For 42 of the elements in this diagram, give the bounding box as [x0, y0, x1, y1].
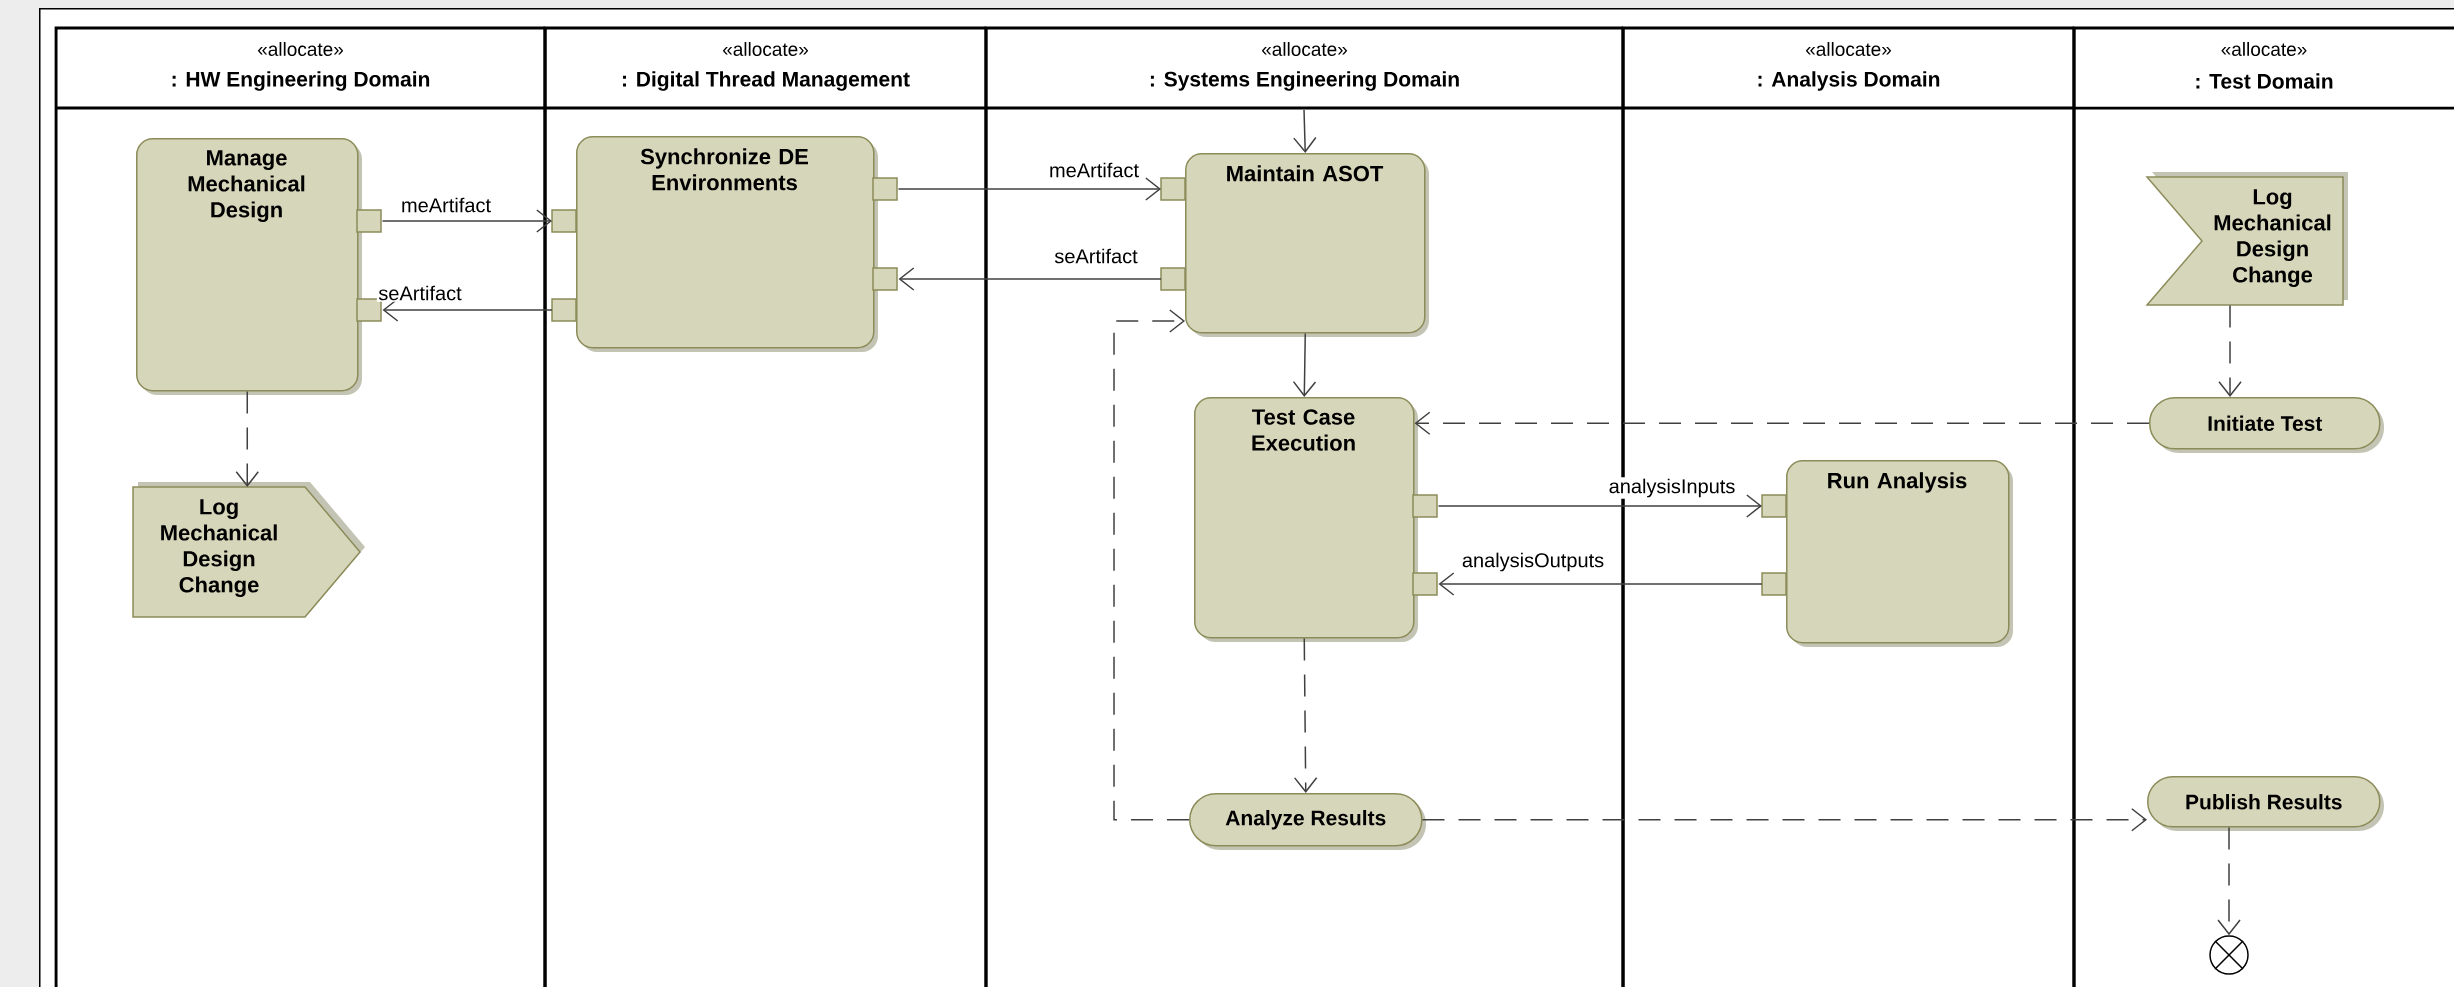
lane-title: : HW Engineering Domain	[172, 71, 430, 91]
arrow	[898, 267, 1162, 291]
edge-label: analysisInputs	[1607, 477, 1737, 499]
lane-title: : Analysis Domain	[1758, 71, 1940, 91]
final-node	[2209, 935, 2249, 975]
lane-title: : Test Domain	[2196, 73, 2333, 89]
lane-title: : Systems Engineering Domain	[1150, 71, 1459, 91]
lane-stereotype: «allocate»	[257, 42, 344, 56]
lane-stereotype: «allocate»	[1805, 42, 1892, 56]
swimlane	[543, 26, 988, 987]
edge-label: analysisOutputs	[1460, 551, 1606, 573]
arrow	[2217, 826, 2241, 936]
action-box: Publish Results	[2147, 776, 2384, 831]
arrow	[897, 177, 1161, 201]
lane-title: : Digital Thread Management	[623, 71, 910, 91]
edge-label: seArtifact	[1052, 247, 1140, 265]
edge-label: seArtifact	[376, 284, 464, 302]
arrow	[1414, 411, 2150, 435]
action-box: Run Analysis	[1786, 460, 2013, 647]
lane-stereotype: «allocate»	[2221, 42, 2307, 56]
arrow	[2218, 304, 2242, 397]
action-box: Maintain ASOT	[1185, 153, 1429, 337]
action-box: Initiate Test	[2149, 397, 2384, 453]
arrow	[1293, 637, 1318, 793]
action-box: Synchronize DE Environments	[576, 136, 878, 352]
action-box: Analyze Results	[1189, 793, 1426, 850]
action-box: Manage Mechanical Design	[136, 138, 362, 395]
arrow	[1437, 494, 1762, 518]
arrow	[1292, 332, 1317, 397]
arrow	[381, 209, 552, 233]
action-box: Test Case Execution	[1194, 397, 1418, 642]
swimlane	[54, 26, 547, 987]
arrow	[1293, 109, 1317, 153]
edge-label: meArtifact	[1047, 161, 1141, 179]
lane-stereotype: «allocate»	[722, 42, 809, 56]
edge-label: meArtifact	[399, 196, 493, 214]
arrow	[1113, 309, 1190, 821]
lane-stereotype: «allocate»	[1261, 42, 1348, 56]
swimlane	[2072, 26, 2454, 987]
arrow	[1438, 572, 1763, 596]
arrow	[1421, 808, 2147, 832]
arrow	[235, 390, 259, 487]
